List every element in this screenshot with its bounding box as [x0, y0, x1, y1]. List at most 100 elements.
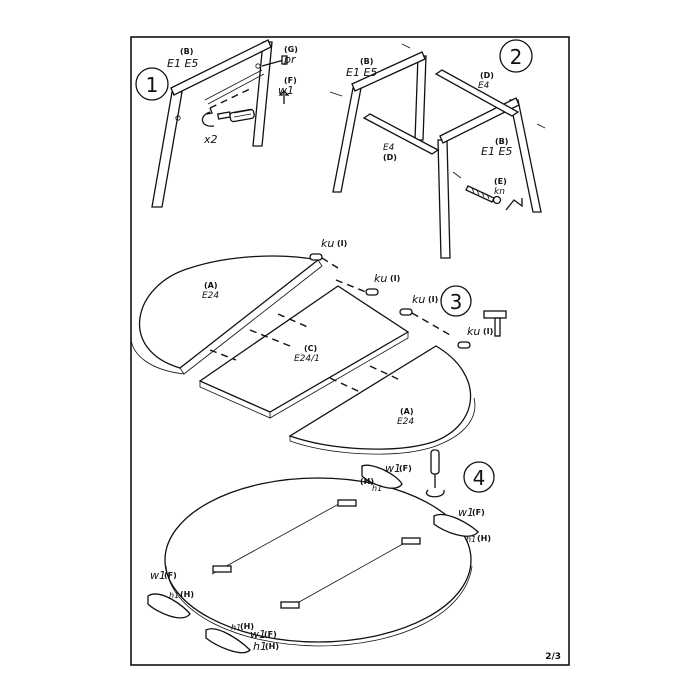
left-screw-name: w1 [150, 569, 166, 582]
hinge-bracket-icon [433, 513, 479, 537]
assembly-guide-line [209, 313, 401, 393]
rotate-arrow-icon [425, 489, 445, 498]
bottom-hinge-code: (H) [265, 642, 279, 651]
frame-right-back-leg [509, 99, 542, 213]
right-hinge-name: h1 [466, 535, 476, 544]
rail-top-code: (D) [480, 71, 494, 80]
step-3-badge [440, 285, 472, 317]
hinge-bracket-icon [205, 628, 251, 654]
leaf-seam [211, 499, 347, 575]
screw-code: (F) [284, 76, 297, 85]
assembly-guide-line [329, 43, 546, 179]
bolt-icon [465, 185, 502, 205]
top-hinge-code: (H) [360, 477, 374, 486]
key-name: kn [494, 187, 505, 197]
step-2-number: 2 [510, 45, 523, 69]
dowel-4-label: ku [467, 325, 480, 338]
rail-bottom-name: E4 [383, 143, 395, 153]
right-screw-code: (F) [472, 508, 485, 517]
frame-right-leg [252, 41, 273, 147]
key-code: (E) [494, 177, 507, 186]
screw-name: w1 [278, 84, 294, 97]
screw-icon [278, 90, 290, 104]
frame-left-crossbar [351, 51, 426, 92]
dowel-icon [335, 279, 379, 296]
dowel-1-label: ku [321, 237, 334, 250]
frame-left-front-leg [332, 87, 362, 193]
rail-top [434, 69, 520, 117]
left-leaf-code: (A) [204, 281, 218, 290]
frame-right-code: (B) [495, 137, 508, 146]
dowel-2-code: (I) [390, 274, 400, 283]
left-hinge-name: h1 [169, 591, 179, 600]
hinge-bracket-icon [280, 601, 300, 609]
base-frame-drawing [329, 43, 546, 259]
assembly-guide-line [209, 87, 253, 109]
rail-top-name: E4 [478, 81, 490, 91]
step-2: 2 (B) E1 E5 (D) E4 E4 (D) (B) E1 E5 (E) … [329, 39, 546, 259]
dowel-2-label: ku [374, 272, 387, 285]
frame-hole [255, 63, 261, 69]
step-1: 1 (B) E1 E5 (G) pr (F) w [135, 39, 298, 208]
center-code: (C) [304, 344, 317, 353]
dowel-1-code: (I) [337, 239, 347, 248]
tabletop-underside [164, 477, 473, 647]
rotate-arrow-icon [201, 111, 215, 127]
frame-crossbar [170, 39, 272, 96]
side-frame-drawing [151, 39, 273, 208]
page-border [130, 36, 570, 666]
step-2-badge [499, 39, 533, 73]
bottom-screw-code: (F) [264, 630, 277, 639]
rail-bottom [362, 113, 440, 155]
rotate-arrow-head [206, 107, 213, 115]
frame-right-front-leg [437, 139, 451, 259]
step-1-badge [135, 67, 169, 101]
rail-bottom-code: (D) [383, 153, 397, 162]
hinge-bracket-icon [401, 537, 421, 545]
frame-hole [175, 115, 181, 121]
frame-parts: E1 E5 [167, 57, 198, 70]
step-4-badge [463, 461, 495, 493]
bottom-hinge-small: h1 [231, 623, 241, 632]
dowel-3-label: ku [412, 293, 425, 306]
leaf-seam [291, 539, 411, 607]
top-screw-code: (F) [399, 464, 412, 473]
bottom-screw-name: w1 [250, 628, 266, 641]
step-4: 4 w1 (F) (H) h1 w1 (F) h1 (H) w1 (F) h1 [147, 449, 495, 654]
frame-inner-rail [204, 69, 265, 105]
center-name: E24/1 [294, 354, 320, 364]
step-3-number: 3 [450, 290, 463, 314]
crank-key-icon [505, 198, 523, 211]
bolt-name: pr [283, 53, 297, 66]
frame-left-leg [151, 91, 183, 208]
dowel-icon [309, 253, 339, 269]
top-hinge-name: h1 [372, 484, 382, 493]
bolt-code: (G) [284, 45, 298, 54]
screwdriver-icon [430, 449, 440, 488]
left-leaf-name: E24 [202, 291, 219, 301]
bottom-hinge-small-code: (H) [240, 622, 254, 631]
tabletop-leaf-left [130, 255, 323, 375]
dowel-3-code: (I) [428, 295, 438, 304]
quantity-label: x2 [203, 133, 218, 146]
hinge-bracket-icon [361, 464, 403, 489]
hinge-bracket-icon [212, 565, 232, 573]
right-leaf-name: E24 [397, 417, 414, 427]
step-3: 3 ku (I) ku (I) ku (I) ku (I) (A [130, 237, 507, 455]
frame-code: (B) [180, 47, 193, 56]
dowel-4-code: (I) [483, 327, 493, 336]
step-4-number: 4 [473, 466, 486, 490]
screwdriver-icon [216, 108, 255, 123]
top-screw-name: w1 [385, 462, 401, 475]
tabletop-center-panel [198, 285, 410, 419]
frame-left-code: (B) [360, 57, 373, 66]
bottom-hinge-name: h1 [253, 640, 267, 653]
frame-right-parts: E1 E5 [481, 145, 512, 158]
step-1-number: 1 [146, 73, 159, 97]
frame-left-back-leg [414, 55, 427, 141]
left-screw-code: (F) [164, 571, 177, 580]
right-screw-name: w1 [458, 506, 474, 519]
frame-left-parts: E1 E5 [346, 66, 377, 79]
hinge-bracket-icon [147, 593, 191, 619]
